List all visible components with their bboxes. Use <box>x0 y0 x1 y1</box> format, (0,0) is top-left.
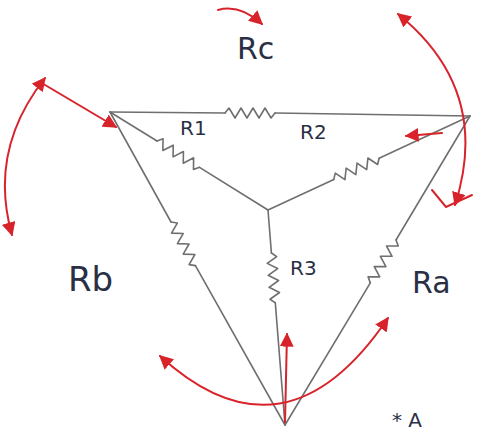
wire <box>285 283 370 425</box>
annotation-arrow <box>218 9 262 24</box>
resistor-label: Rb <box>68 262 113 296</box>
wire <box>275 303 285 425</box>
resistor-label: R3 <box>290 258 317 278</box>
wire <box>396 116 470 240</box>
annotation-arrow <box>406 133 442 136</box>
wire <box>200 167 269 210</box>
wire <box>379 116 470 158</box>
annotation-arrow <box>5 78 45 235</box>
annotation-arrow <box>160 318 388 405</box>
annotation-mark <box>432 190 472 207</box>
resistor-symbol <box>154 137 202 172</box>
wire <box>195 266 285 425</box>
resistor-symbol <box>225 108 275 118</box>
resistor-label: Rc <box>237 34 274 64</box>
annotation-arrow <box>40 82 116 127</box>
resistor-symbol <box>167 220 200 269</box>
resistor-label: Ra <box>412 268 451 298</box>
wire <box>268 210 271 253</box>
wire <box>110 112 157 141</box>
wire <box>268 179 334 210</box>
annotation-arrow <box>398 14 465 205</box>
wire <box>110 112 171 222</box>
resistor-label: R1 <box>180 118 207 138</box>
note: * A <box>392 410 422 430</box>
resistor-label: R2 <box>300 122 327 142</box>
resistor-symbol <box>366 237 400 285</box>
wire <box>275 113 470 116</box>
wire <box>110 112 225 113</box>
annotation-arrow <box>285 334 287 422</box>
resistor-symbol <box>332 154 382 184</box>
resistor-symbol <box>266 253 280 304</box>
